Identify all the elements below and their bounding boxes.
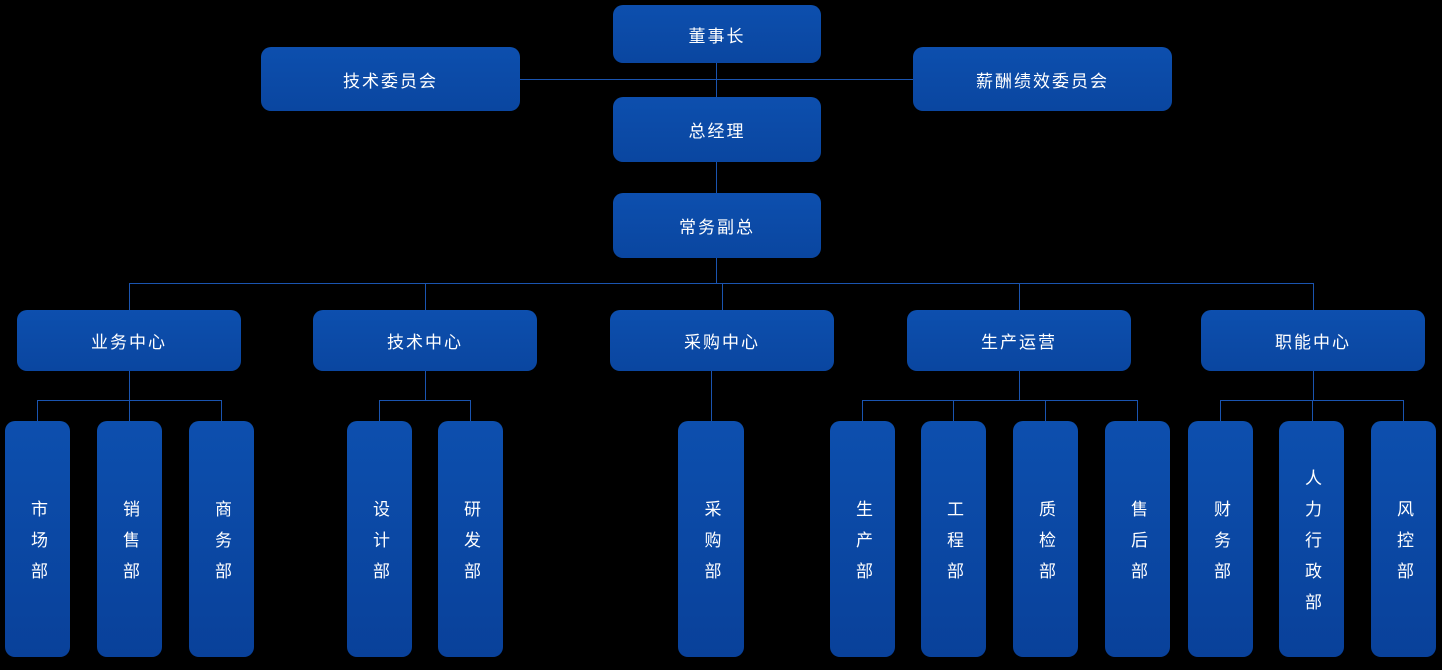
node-business-center-label: 业务中心 — [91, 333, 167, 352]
node-hr-admin-dept: 人力行政部 — [1279, 421, 1344, 657]
node-technical-committee: 技术委员会 — [261, 47, 520, 111]
node-general-manager: 总经理 — [613, 97, 821, 162]
node-marketing-dept-label: 市场部 — [28, 499, 47, 593]
node-procurement-center: 采购中心 — [610, 310, 834, 371]
connector-drop-production — [862, 400, 863, 421]
connector-drop-sales — [129, 400, 130, 421]
node-executive-deputy-gm-label: 常务副总 — [679, 218, 755, 237]
node-finance-dept: 财务部 — [1188, 421, 1253, 657]
node-technical-committee-label: 技术委员会 — [343, 71, 438, 91]
node-compensation-performance-committee-label: 薪酬绩效委员会 — [976, 71, 1109, 91]
connector-drop-commerce — [221, 400, 222, 421]
connector-drop-technology-center — [425, 283, 426, 310]
connector-drop-quality — [1045, 400, 1046, 421]
node-engineering-dept-label: 工程部 — [944, 499, 963, 593]
node-aftersales-dept: 售后部 — [1105, 421, 1170, 657]
node-finance-dept-label: 财务部 — [1211, 499, 1230, 593]
connector-drop-procurement-center — [722, 283, 723, 310]
node-commerce-dept-label: 商务部 — [212, 499, 231, 593]
node-commerce-dept: 商务部 — [189, 421, 254, 657]
node-sales-dept-label: 销售部 — [120, 499, 139, 593]
connector-functional-center-bus — [1313, 371, 1314, 400]
node-procurement-dept: 采购部 — [678, 421, 744, 657]
connector-deputy-bus — [716, 258, 717, 283]
connector-drop-production-operations — [1019, 283, 1020, 310]
connector-drop-risk-control — [1403, 400, 1404, 421]
node-chairman: 董事长 — [613, 5, 821, 63]
connector-drop-finance — [1220, 400, 1221, 421]
node-technology-center: 技术中心 — [313, 310, 537, 371]
node-executive-deputy-gm: 常务副总 — [613, 193, 821, 258]
node-quality-inspection-dept: 质检部 — [1013, 421, 1078, 657]
connector-drop-functional-center — [1313, 283, 1314, 310]
connector-technology-center-bus — [425, 371, 426, 400]
connector-functional-bus — [1220, 400, 1403, 401]
node-aftersales-dept-label: 售后部 — [1128, 499, 1147, 593]
connector-drop-rnd — [470, 400, 471, 421]
connector-centers-bus — [129, 283, 1313, 284]
node-functional-center-label: 职能中心 — [1275, 333, 1351, 352]
node-production-dept-label: 生产部 — [853, 499, 872, 593]
connector-drop-aftersales — [1137, 400, 1138, 421]
node-quality-inspection-dept-label: 质检部 — [1036, 499, 1055, 593]
connector-chairman-gm — [716, 63, 717, 97]
node-rnd-dept-label: 研发部 — [461, 499, 480, 593]
connector-production-bus — [862, 400, 1137, 401]
connector-drop-business-center — [129, 283, 130, 310]
connector-drop-hr-admin — [1312, 400, 1313, 421]
connector-drop-design — [379, 400, 380, 421]
node-risk-control-dept: 风控部 — [1371, 421, 1436, 657]
connector-technology-bus — [379, 400, 470, 401]
connector-drop-marketing — [37, 400, 38, 421]
node-production-operations-center: 生产运营 — [907, 310, 1131, 371]
node-marketing-dept: 市场部 — [5, 421, 70, 657]
node-design-dept-label: 设计部 — [370, 499, 389, 593]
node-design-dept: 设计部 — [347, 421, 412, 657]
node-risk-control-dept-label: 风控部 — [1394, 499, 1413, 593]
connector-gm-deputy — [716, 162, 717, 193]
node-functional-center: 职能中心 — [1201, 310, 1425, 371]
node-rnd-dept: 研发部 — [438, 421, 503, 657]
node-general-manager-label: 总经理 — [688, 122, 746, 141]
node-technology-center-label: 技术中心 — [387, 333, 463, 352]
node-chairman-label: 董事长 — [688, 26, 746, 46]
node-engineering-dept: 工程部 — [921, 421, 986, 657]
connector-committees — [520, 79, 913, 80]
node-procurement-center-label: 采购中心 — [684, 333, 760, 352]
connector-drop-engineering — [953, 400, 954, 421]
node-production-operations-center-label: 生产运营 — [981, 333, 1057, 352]
connector-business-center-bus — [129, 371, 130, 400]
node-production-dept: 生产部 — [830, 421, 895, 657]
connector-production-center-bus — [1019, 371, 1020, 400]
node-business-center: 业务中心 — [17, 310, 241, 371]
node-hr-admin-dept-label: 人力行政部 — [1302, 468, 1321, 624]
node-compensation-performance-committee: 薪酬绩效委员会 — [913, 47, 1172, 111]
connector-drop-procurement-dept — [711, 371, 712, 421]
node-procurement-dept-label: 采购部 — [701, 499, 721, 593]
node-sales-dept: 销售部 — [97, 421, 162, 657]
